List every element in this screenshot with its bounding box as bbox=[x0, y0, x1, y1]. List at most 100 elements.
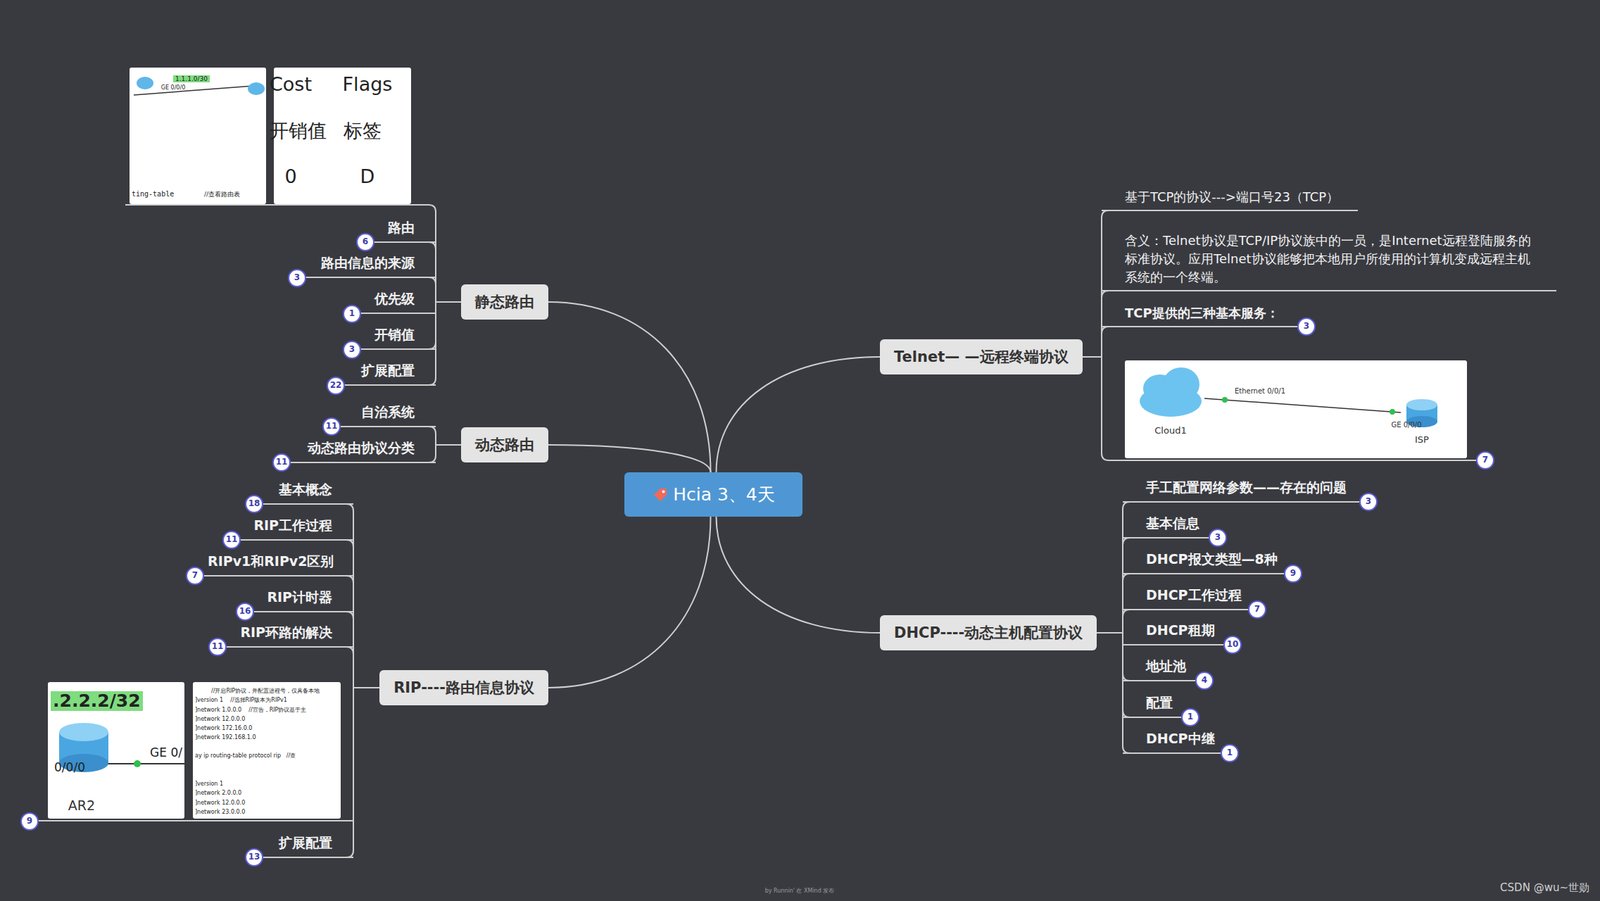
link-wire bbox=[133, 85, 254, 96]
image-text: ]network 192.168.1.0 bbox=[194, 734, 257, 741]
topic-text: 自治系统 bbox=[344, 402, 415, 423]
subtopic: DHCP报文类型—8种 bbox=[1122, 549, 1294, 575]
count-badge: 3 bbox=[1297, 317, 1316, 336]
branch-connector bbox=[428, 301, 462, 350]
image-text: ]network 1.0.0.0 //宣告，RIP协议基于主 bbox=[194, 706, 307, 714]
image-branch bbox=[29, 820, 354, 822]
tag-icon bbox=[651, 486, 669, 504]
topic-text: RIP计时器 bbox=[257, 587, 333, 608]
image-text: ]version 1 //选择RIP版本为RIPv1 bbox=[194, 696, 288, 704]
image-branch bbox=[125, 204, 436, 302]
topic-text: 静态路由 bbox=[475, 284, 535, 320]
subtopic: DHCP租期 bbox=[1122, 620, 1233, 646]
router-icon bbox=[136, 76, 154, 90]
subtopic: 自治系统 bbox=[331, 402, 436, 428]
subtopic: 基本信息 bbox=[1122, 513, 1218, 539]
topic-text: 扩展配置 bbox=[348, 361, 415, 381]
topic-text: 配置 bbox=[1145, 693, 1177, 714]
topic-text: DHCP租期 bbox=[1145, 620, 1219, 641]
topic-text: 开销值 bbox=[364, 325, 415, 345]
image-text: GE 0/ bbox=[149, 746, 183, 761]
thumbnail-panel bbox=[129, 67, 267, 205]
topic-text: TCP提供的三种基本服务： bbox=[1124, 304, 1293, 323]
subtopic: 路由信息的来源 bbox=[297, 253, 436, 279]
subtopic: 配置 bbox=[1122, 693, 1191, 718]
topic-text: 动态路由协议分类 bbox=[294, 438, 415, 459]
branch-connector bbox=[1096, 573, 1130, 633]
image-text: ting-table bbox=[131, 190, 174, 199]
subtopic: 路由 bbox=[365, 218, 436, 243]
image-text: by Runnin' 在 XMind 发布 bbox=[765, 887, 835, 894]
topic-text: 基于TCP的协议--->端口号23（TCP） bbox=[1124, 187, 1344, 207]
topic-text: 基本信息 bbox=[1145, 513, 1204, 534]
subtopic: TCP提供的三种基本服务： bbox=[1101, 304, 1307, 328]
image-text: Ethernet 0/0/1 bbox=[1234, 387, 1286, 396]
image-text: 0 bbox=[284, 165, 297, 188]
central-topic: Hcia 3、4天 bbox=[624, 472, 803, 517]
subtopic: DHCP中继 bbox=[1122, 729, 1230, 754]
subtopic: 扩展配置 bbox=[335, 361, 436, 386]
subtopic: 基本概念 bbox=[254, 480, 354, 505]
subtopic: RIP环路的解决 bbox=[217, 622, 354, 648]
image-text: //开启RIP协议，并配置进程号，仅具备本地 bbox=[211, 687, 320, 695]
count-badge: 3 bbox=[342, 340, 362, 359]
branch-connector bbox=[1082, 290, 1109, 357]
branch-connector bbox=[548, 301, 711, 473]
count-badge: 11 bbox=[272, 453, 291, 472]
branch-connector bbox=[1082, 210, 1109, 357]
image-text: Cloud1 bbox=[1154, 425, 1187, 437]
count-badge: 3 bbox=[1359, 492, 1378, 512]
branch-connector bbox=[346, 687, 380, 858]
image-text: CSDN @wu~世勋 bbox=[1500, 882, 1590, 894]
main-topic: RIP----路由信息协议 bbox=[379, 670, 549, 706]
image-text: 1.1.1.0/30 bbox=[173, 75, 210, 83]
branch-connector bbox=[346, 539, 380, 688]
branch-connector bbox=[1096, 501, 1130, 633]
count-badge: 7 bbox=[185, 566, 205, 585]
branch-connector bbox=[428, 444, 462, 463]
topic-text: Telnet— —远程终端协议 bbox=[893, 339, 1069, 375]
count-badge: 11 bbox=[222, 530, 241, 550]
count-badge: 4 bbox=[1195, 671, 1214, 690]
count-badge: 1 bbox=[1181, 708, 1200, 727]
subtopic: 基于TCP的协议--->端口号23（TCP） bbox=[1101, 187, 1358, 212]
image-text: ]network 12.0.0.0 bbox=[194, 715, 245, 723]
topic-text: RIP环路的解决 bbox=[230, 622, 333, 643]
subtopic: 开销值 bbox=[351, 325, 436, 350]
topic-text: 优先级 bbox=[364, 289, 415, 310]
image-text: 开销值 bbox=[269, 119, 327, 142]
main-topic: 动态路由 bbox=[461, 427, 549, 463]
image-text: //查看路由表 bbox=[204, 190, 241, 198]
link-wire bbox=[105, 763, 185, 765]
image-text: D bbox=[360, 165, 376, 188]
image-text: ay ip routing-table protocol rip //查 bbox=[194, 752, 296, 759]
topic-text: DHCP工作过程 bbox=[1145, 585, 1244, 606]
branch-connector bbox=[1096, 632, 1130, 718]
image-text: ISP bbox=[1414, 435, 1429, 446]
topic-text: Hcia 3、4天 bbox=[672, 482, 776, 507]
image-text: ]network 172.16.0.0 bbox=[194, 725, 253, 732]
count-badge: 3 bbox=[1208, 528, 1227, 547]
count-badge: 7 bbox=[1248, 600, 1267, 619]
branch-connector bbox=[548, 516, 711, 688]
thumbnail-panel bbox=[192, 682, 341, 819]
link-wire bbox=[1204, 398, 1401, 413]
image-text: Cost bbox=[269, 73, 312, 96]
image-text: GE 0/0/0 bbox=[1390, 420, 1422, 430]
image-text: 0/0/0 bbox=[54, 760, 86, 776]
subtopic: 动态路由协议分类 bbox=[281, 438, 436, 464]
thumbnail-panel bbox=[47, 682, 185, 819]
topic-text: 路由信息的来源 bbox=[309, 253, 415, 274]
port-dot bbox=[1221, 397, 1228, 403]
count-badge: 10 bbox=[1223, 635, 1242, 654]
branch-connector bbox=[716, 356, 881, 473]
topic-text: 路由 bbox=[378, 218, 415, 238]
subtopic: 扩展配置 bbox=[254, 833, 354, 859]
branch-connector bbox=[346, 504, 380, 688]
thumbnail-panel bbox=[1124, 360, 1467, 459]
topic-text: DHCP中继 bbox=[1145, 729, 1216, 749]
topic-text: 地址池 bbox=[1145, 656, 1191, 677]
branch-lines bbox=[29, 204, 1486, 821]
image-text: ]network 12.0.0.0 bbox=[194, 799, 245, 806]
count-badge: 16 bbox=[235, 602, 255, 621]
